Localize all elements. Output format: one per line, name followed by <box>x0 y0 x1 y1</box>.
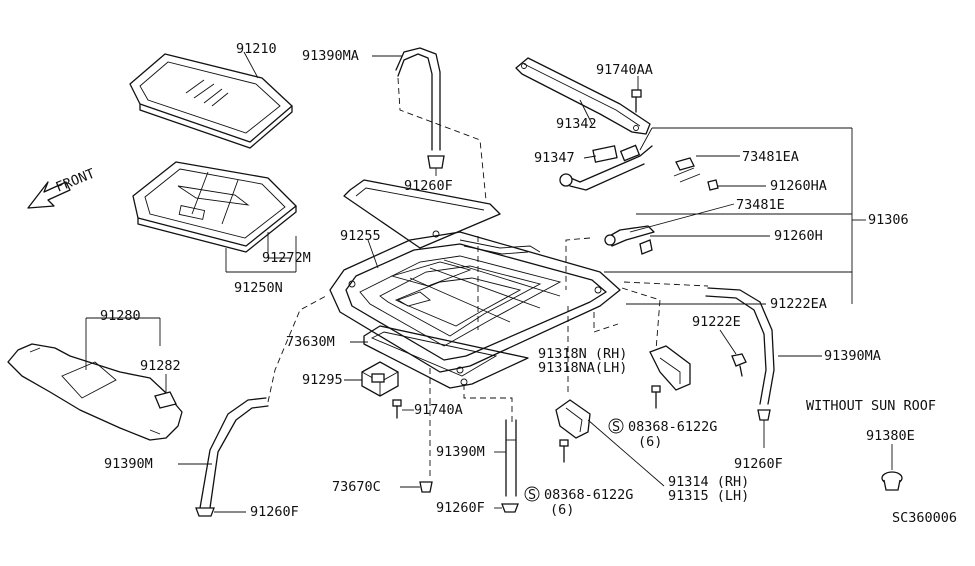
label-91272M: 91272M <box>262 250 311 266</box>
label-08368-right: 08368-6122G <box>628 419 717 435</box>
label-73481EA: 73481EA <box>742 149 799 165</box>
label-91260HA: 91260HA <box>770 178 827 194</box>
note-without-sunroof: WITHOUT SUN ROOF <box>806 398 936 414</box>
bolt-91740A-icon <box>392 399 402 419</box>
label-91380E: 91380E <box>866 428 915 444</box>
label-91280: 91280 <box>100 308 141 324</box>
label-91222E: 91222E <box>692 314 741 330</box>
label-91390M-left: 91390M <box>104 456 153 472</box>
label-08368-bottom-qty: (6) <box>550 502 574 518</box>
drain-hose-top <box>395 47 441 151</box>
bracket-91318N <box>649 345 691 391</box>
bolt-91740AA-icon <box>631 89 642 113</box>
drain-hose-mid <box>505 419 517 497</box>
label-91318N: 91318N (RH) <box>538 346 627 362</box>
motor-91295 <box>361 361 399 397</box>
clip-73481EA-icon <box>673 157 701 183</box>
label-91306: 91306 <box>868 212 909 228</box>
label-73670C: 73670C <box>332 479 381 495</box>
grommet-91260H-icon <box>639 239 653 255</box>
label-91315: 91315 (LH) <box>668 488 749 504</box>
label-91390MA-right: 91390MA <box>824 348 881 364</box>
rear-rail-91342 <box>515 57 651 135</box>
label-91314: 91314 (RH) <box>668 474 749 490</box>
grommet-91260F-top-icon <box>427 155 445 169</box>
screw-right-icon <box>651 385 661 409</box>
label-91318NA: 91318NA(LH) <box>538 360 627 376</box>
sunshade-91250N <box>132 161 297 253</box>
bracket-91314 <box>555 399 591 439</box>
link-assembly <box>559 144 653 191</box>
label-91250N: 91250N <box>234 280 283 296</box>
grommet-91260HA-icon <box>707 179 719 191</box>
spacer-91347-icon <box>592 145 618 163</box>
drawing-code: SC360006 <box>892 510 957 526</box>
label-91347: 91347 <box>534 150 575 166</box>
label-91390M-mid: 91390M <box>436 444 485 460</box>
label-91260H: 91260H <box>774 228 823 244</box>
label-91260F-bottom-mid: 91260F <box>436 500 485 516</box>
label-91260F-top: 91260F <box>404 178 453 194</box>
label-91260F-right: 91260F <box>734 456 783 472</box>
sunroof-frame-91255 <box>329 179 621 374</box>
screw-symbol-right-icon <box>608 418 624 434</box>
front-label: FRONT <box>54 166 98 196</box>
label-91282: 91282 <box>140 358 181 374</box>
headliner-finisher-91280 <box>7 343 183 441</box>
label-91210: 91210 <box>236 41 277 57</box>
label-08368-right-qty: (6) <box>638 434 662 450</box>
clip-73670C-icon <box>419 481 433 493</box>
label-91222EA: 91222EA <box>770 296 827 312</box>
front-arrow-icon <box>27 181 71 209</box>
screw-bottom-icon <box>559 439 569 463</box>
screw-symbol-bottom: S <box>528 487 536 503</box>
drain-hose-left <box>199 397 269 509</box>
label-91390MA-top: 91390MA <box>302 48 359 64</box>
screw-symbol-bottom-icon <box>524 486 540 502</box>
clip-91222E-icon <box>731 353 747 377</box>
clip-91282-icon <box>154 391 177 409</box>
grommet-91260F-right-icon <box>757 409 771 421</box>
label-08368-bottom: 08368-6122G <box>544 487 633 503</box>
label-91295: 91295 <box>302 372 343 388</box>
label-91740A: 91740A <box>414 402 463 418</box>
screw-symbol-right: S <box>612 419 620 435</box>
plug-91380E-icon <box>881 471 903 491</box>
label-91740AA: 91740AA <box>596 62 653 78</box>
right-bracket-lines <box>604 127 853 304</box>
grommet-91260F-bottom-left-icon <box>195 507 215 517</box>
label-73481E: 73481E <box>736 197 785 213</box>
label-91255: 91255 <box>340 228 381 244</box>
cable-91306-icon <box>604 225 655 247</box>
drain-hose-right <box>705 287 775 405</box>
label-73630M: 73630M <box>286 334 335 350</box>
grommet-91260F-bottom-mid-icon <box>501 503 519 513</box>
label-91342: 91342 <box>556 116 597 132</box>
label-91260F-bottom-left: 91260F <box>250 504 299 520</box>
glass-lid-91210 <box>129 53 293 149</box>
